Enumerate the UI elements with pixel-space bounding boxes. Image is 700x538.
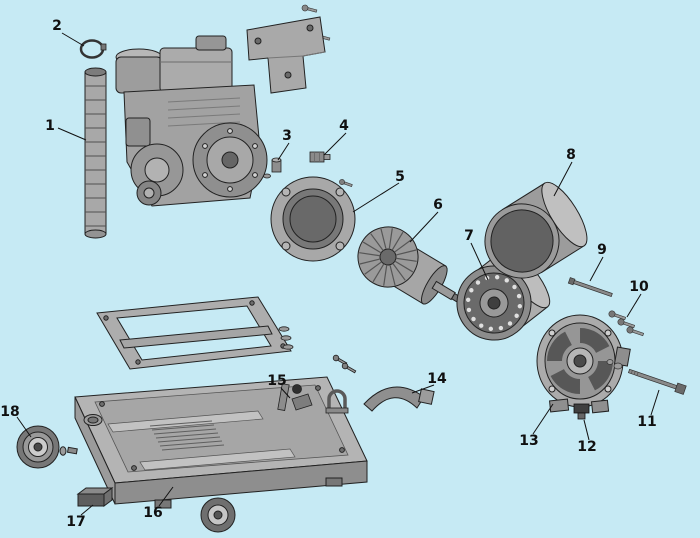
leader-lines xyxy=(16,32,660,516)
clamp-ring-part xyxy=(79,39,107,59)
fitting-part-4 xyxy=(309,151,331,163)
callout-9: 9 xyxy=(597,242,607,258)
screws-part xyxy=(608,310,645,337)
callout-16: 16 xyxy=(143,505,163,521)
callout-6: 6 xyxy=(433,197,443,213)
engine-part xyxy=(115,35,268,207)
callout-11: 11 xyxy=(637,414,657,430)
callout-7: 7 xyxy=(464,228,474,244)
exhaust-tube-part xyxy=(84,67,107,239)
callout-12: 12 xyxy=(577,439,597,455)
fitting-part-3 xyxy=(263,157,282,179)
engine-mounting-frame-part xyxy=(96,296,292,370)
callout-4: 4 xyxy=(339,118,349,134)
front-wheel-part xyxy=(200,497,236,533)
saddle-bracket-part xyxy=(363,386,435,412)
stud-bolt-part xyxy=(567,277,613,297)
callout-8: 8 xyxy=(566,147,576,163)
mounting-bracket-part xyxy=(246,16,326,94)
rotor-part xyxy=(357,226,466,306)
callout-17: 17 xyxy=(66,514,86,530)
callout-5: 5 xyxy=(395,169,405,185)
callout-3: 3 xyxy=(282,128,292,144)
callout-10: 10 xyxy=(629,279,649,295)
callout-18: 18 xyxy=(0,404,20,420)
adapter-ring-part xyxy=(270,176,356,262)
wheel-part xyxy=(16,425,78,469)
rubber-foot-part xyxy=(76,487,114,507)
outer-shell-part xyxy=(484,181,588,279)
support-bracket-part xyxy=(277,326,357,414)
small-screw-part xyxy=(339,179,353,188)
end-bracket-part xyxy=(536,314,631,414)
terminal-part xyxy=(573,403,590,420)
through-bolt-part xyxy=(606,359,687,395)
callout-14: 14 xyxy=(427,371,447,387)
base-tray-part xyxy=(74,376,368,509)
callout-15: 15 xyxy=(267,373,287,389)
callout-1: 1 xyxy=(45,118,55,134)
callout-2: 2 xyxy=(52,18,62,34)
callout-13: 13 xyxy=(519,433,539,449)
